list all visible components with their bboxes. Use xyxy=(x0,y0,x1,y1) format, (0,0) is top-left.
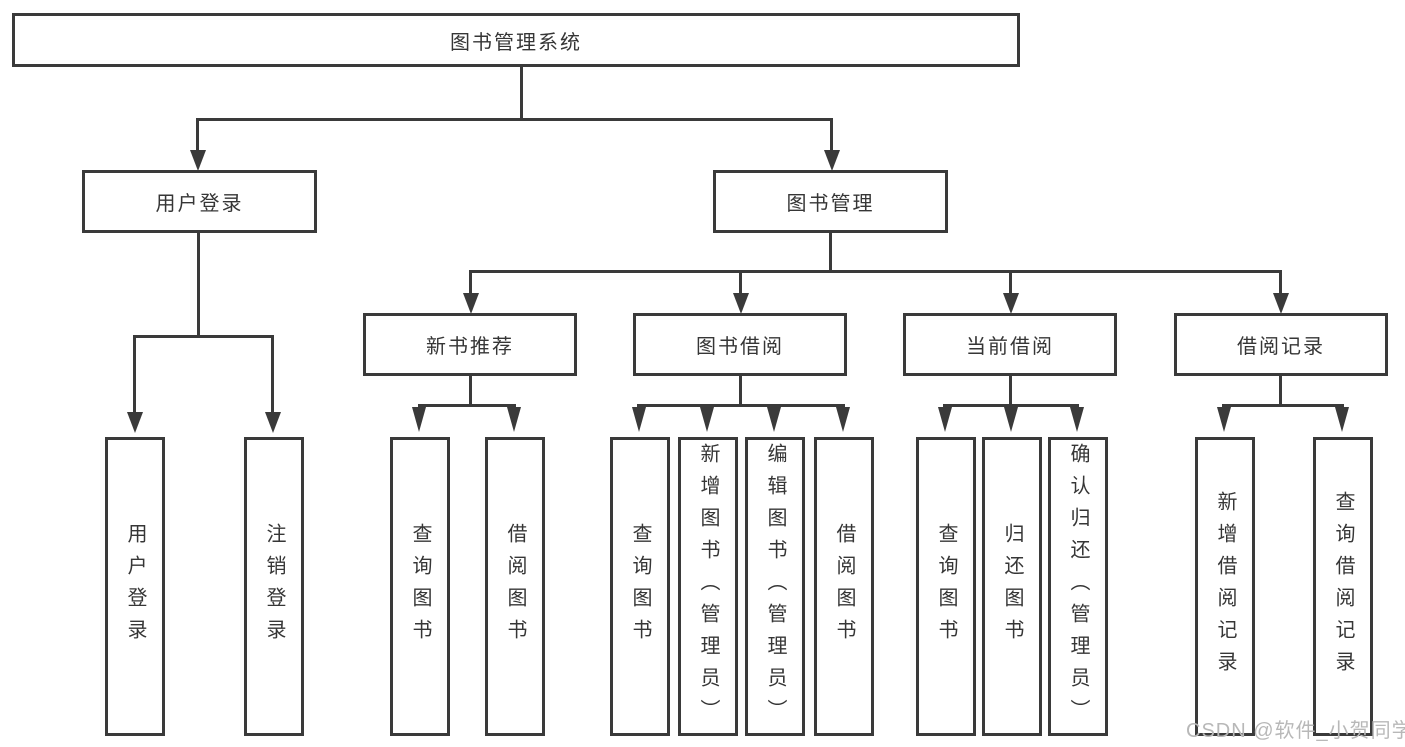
leaf-label: 借阅图书 xyxy=(504,522,526,651)
leaf-add-book-admin: 新增图书（管理员） xyxy=(678,437,738,736)
leaf-label: 查询借阅记录 xyxy=(1332,490,1354,683)
leaf-logout: 注销登录 xyxy=(244,437,304,736)
node-label: 图书管理系统 xyxy=(450,31,582,54)
connector-line xyxy=(418,404,516,407)
leaf-borrow-books-recommend: 借阅图书 xyxy=(485,437,545,736)
node-label: 借阅记录 xyxy=(1237,336,1325,358)
leaf-confirm-return-admin: 确认归还（管理员） xyxy=(1048,437,1108,736)
arrowhead-down xyxy=(1070,407,1084,432)
connector-line xyxy=(1279,270,1282,296)
leaf-query-borrow-record: 查询借阅记录 xyxy=(1313,437,1373,736)
connector-line xyxy=(133,335,136,414)
node-label: 新书推荐 xyxy=(426,336,514,358)
connector-line xyxy=(469,270,472,296)
node-user-login: 用户登录 xyxy=(82,170,317,233)
csdn-watermark: CSDN @软件_小贺同学 xyxy=(1186,720,1405,742)
node-borrowing-records: 借阅记录 xyxy=(1174,313,1388,376)
connector-line xyxy=(1222,404,1344,407)
arrowhead-down xyxy=(1217,407,1231,432)
arrowhead-down xyxy=(1335,407,1349,432)
arrowhead-down xyxy=(767,407,781,432)
leaf-label: 新增图书（管理员） xyxy=(697,442,719,731)
arrowhead-down xyxy=(938,407,952,432)
arrowhead-down xyxy=(632,407,646,432)
connector-line xyxy=(1009,270,1012,296)
leaf-label: 确认归还（管理员） xyxy=(1067,442,1089,731)
connector-line xyxy=(739,270,742,296)
node-book-borrowing: 图书借阅 xyxy=(633,313,847,376)
leaf-add-borrow-record: 新增借阅记录 xyxy=(1195,437,1255,736)
arrowhead-down xyxy=(836,407,850,432)
connector-line xyxy=(196,118,199,153)
leaf-edit-book-admin: 编辑图书（管理员） xyxy=(745,437,805,736)
node-book-management: 图书管理 xyxy=(713,170,948,233)
connector-line xyxy=(469,376,472,407)
node-label: 当前借阅 xyxy=(966,336,1054,358)
arrowhead-down xyxy=(824,150,840,171)
connector-line xyxy=(1279,376,1282,407)
connector-line xyxy=(943,404,1079,407)
node-label: 图书借阅 xyxy=(696,336,784,358)
connector-line xyxy=(271,335,274,414)
leaf-label: 借阅图书 xyxy=(833,522,855,651)
leaf-label: 归还图书 xyxy=(1001,522,1023,651)
leaf-label: 新增借阅记录 xyxy=(1214,490,1236,683)
connector-line xyxy=(133,335,274,338)
arrowhead-down xyxy=(1273,293,1289,314)
connector-line xyxy=(469,270,1282,273)
connector-line xyxy=(196,118,833,121)
connector-line xyxy=(830,118,833,153)
leaf-query-books-current: 查询图书 xyxy=(916,437,976,736)
node-label: 图书管理 xyxy=(786,193,875,215)
node-new-book-recommendation: 新书推荐 xyxy=(363,313,577,376)
connector-line xyxy=(637,404,845,407)
arrowhead-down xyxy=(412,407,426,432)
connector-line xyxy=(520,67,523,119)
arrowhead-down xyxy=(1003,293,1019,314)
node-label: 用户登录 xyxy=(155,193,244,215)
connector-line xyxy=(829,233,832,273)
leaf-label: 查询图书 xyxy=(409,522,431,651)
connector-line xyxy=(197,233,200,338)
arrowhead-down xyxy=(127,412,143,433)
arrowhead-down xyxy=(700,407,714,432)
leaf-label: 编辑图书（管理员） xyxy=(764,442,786,731)
arrowhead-down xyxy=(265,412,281,433)
arrowhead-down xyxy=(733,293,749,314)
leaf-user-login: 用户登录 xyxy=(105,437,165,736)
arrowhead-down xyxy=(507,407,521,432)
leaf-label: 用户登录 xyxy=(124,522,146,651)
connector-line xyxy=(739,376,742,407)
leaf-query-books-recommend: 查询图书 xyxy=(390,437,450,736)
arrowhead-down xyxy=(1004,407,1018,432)
leaf-query-books-borrowing: 查询图书 xyxy=(610,437,670,736)
arrowhead-down xyxy=(190,150,206,171)
leaf-return-book: 归还图书 xyxy=(982,437,1042,736)
leaf-label: 注销登录 xyxy=(263,522,285,651)
arrowhead-down xyxy=(463,293,479,314)
leaf-label: 查询图书 xyxy=(629,522,651,651)
connector-line xyxy=(1009,376,1012,407)
leaf-borrow-books-borrowing: 借阅图书 xyxy=(814,437,874,736)
node-current-borrowing: 当前借阅 xyxy=(903,313,1117,376)
node-library-management-system: 图书管理系统 xyxy=(12,13,1020,67)
leaf-label: 查询图书 xyxy=(935,522,957,651)
